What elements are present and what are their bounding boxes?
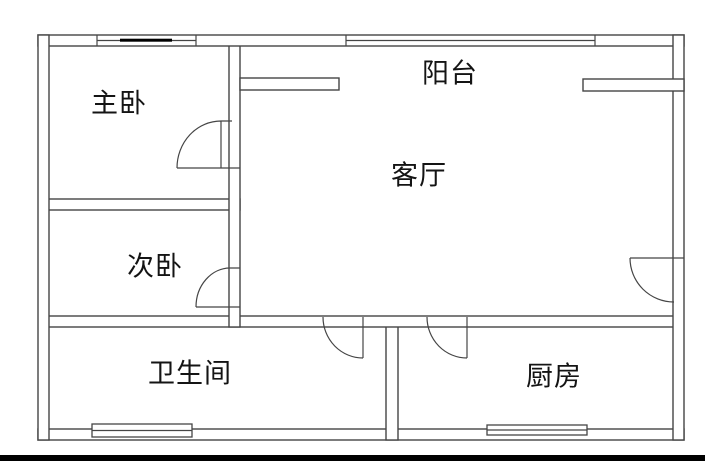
balcony-railing-icon <box>345 35 596 46</box>
entry-door-icon <box>629 257 684 303</box>
bathroom-window-icon <box>91 423 193 438</box>
master-bedroom-door-icon <box>176 120 240 169</box>
room-label-second-bedroom: 次卧 <box>127 251 183 282</box>
room-label-master-bedroom: 主卧 <box>91 88 147 119</box>
kitchen-door-icon <box>426 316 468 359</box>
room-label-bathroom: 卫生间 <box>148 358 232 389</box>
wall-right-exterior <box>672 34 685 441</box>
room-label-living-room: 客厅 <box>391 160 447 191</box>
room-label-balcony: 阳台 <box>422 58 478 89</box>
bathroom-door-icon <box>322 316 364 359</box>
second-bedroom-door-icon <box>195 267 240 308</box>
room-label-kitchen: 厨房 <box>526 361 582 392</box>
kitchen-window-icon <box>486 424 588 436</box>
wall-master-second-divider <box>43 198 241 211</box>
wall-bedrooms-living-divider <box>228 39 241 328</box>
wall-lower-band <box>43 315 679 328</box>
wall-bathroom-kitchen-divider <box>385 321 399 441</box>
wall-balcony-stub-left <box>239 77 340 91</box>
wall-left-exterior <box>37 34 50 441</box>
bottom-divider-bar <box>0 455 705 461</box>
master-bedroom-window-icon <box>96 35 197 46</box>
wall-balcony-stub-right <box>582 78 685 92</box>
